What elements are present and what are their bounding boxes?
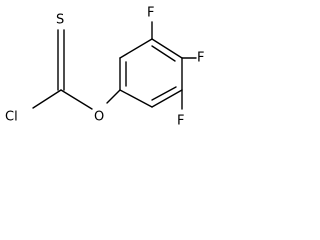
ring-inner-double-c1-c2 [151, 45, 176, 62]
atom-label-fluorine-right: F [197, 51, 204, 66]
molecule-structure-diagram: F F F O S Cl [0, 0, 230, 138]
ring-bond-c1-c2 [151, 38, 183, 59]
bond-layer [32, 21, 197, 110]
ring-inner-double-c3-c4 [151, 86, 177, 101]
atom-label-fluorine-bottom: F [177, 114, 184, 129]
atom-label-oxygen: O [94, 110, 104, 125]
atom-label-sulfur: S [56, 13, 64, 28]
bond-carbon-chlorine [32, 89, 62, 109]
structure-canvas: F F F O S Cl [5, 6, 204, 129]
atom-label-fluorine-top: F [147, 6, 154, 21]
ring-bond-c4-c5 [119, 89, 153, 108]
atom-label-layer: F F F O S Cl [5, 6, 204, 129]
bond-c5-oxygen [106, 89, 121, 104]
ring-bond-c6-c1 [119, 38, 153, 59]
ring-bond-c3-c4 [151, 89, 183, 108]
atom-label-chlorine: Cl [5, 110, 18, 125]
bond-oxygen-carbon [60, 89, 93, 110]
